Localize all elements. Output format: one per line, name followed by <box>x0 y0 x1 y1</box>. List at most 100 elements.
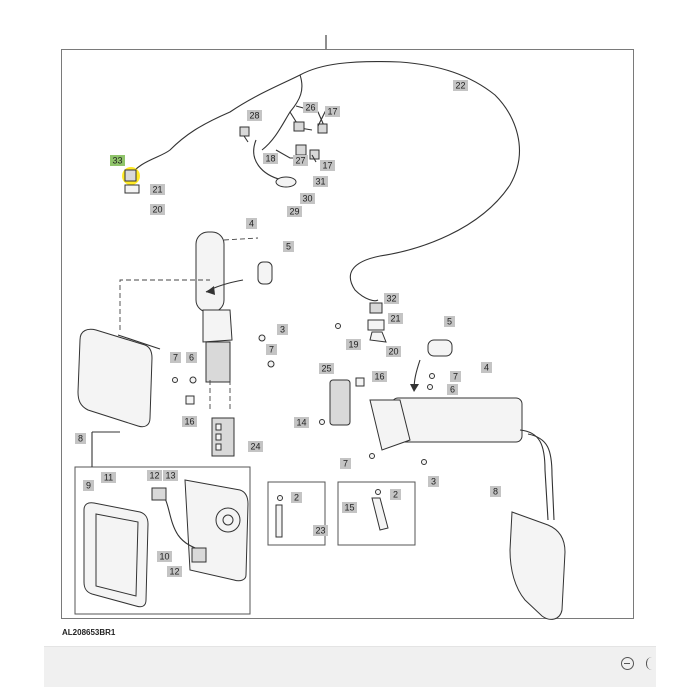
callout-28[interactable]: 28 <box>247 110 262 121</box>
callout-7[interactable]: 7 <box>170 352 181 363</box>
callout-12[interactable]: 12 <box>147 470 162 481</box>
callout-box <box>291 492 302 503</box>
callout-11[interactable]: 11 <box>101 472 116 483</box>
callout-24[interactable]: 24 <box>248 441 263 452</box>
callout-label: 14 <box>296 418 306 428</box>
callout-label: 7 <box>453 372 458 382</box>
callout-32[interactable]: 32 <box>384 293 399 304</box>
callout-30[interactable]: 30 <box>300 193 315 204</box>
callout-box <box>150 184 165 195</box>
callout-4[interactable]: 4 <box>481 362 492 373</box>
callout-6[interactable]: 6 <box>447 384 458 395</box>
callout-16[interactable]: 16 <box>372 371 387 382</box>
callout-label: 20 <box>152 205 162 215</box>
callout-box <box>384 293 399 304</box>
callout-22[interactable]: 22 <box>453 80 468 91</box>
callout-3[interactable]: 3 <box>277 324 288 335</box>
callout-box <box>320 160 335 171</box>
callout-29[interactable]: 29 <box>287 206 302 217</box>
callout-label: 31 <box>315 177 325 187</box>
callout-15[interactable]: 15 <box>342 502 357 513</box>
callout-7[interactable]: 7 <box>266 344 277 355</box>
callout-12[interactable]: 12 <box>167 566 182 577</box>
clip-16-right <box>355 377 365 387</box>
callout-16[interactable]: 16 <box>182 416 197 427</box>
callout-box <box>325 106 340 117</box>
callout-box <box>150 204 165 215</box>
callout-5[interactable]: 5 <box>283 241 294 252</box>
callout-21[interactable]: 21 <box>150 184 165 195</box>
callout-3[interactable]: 3 <box>428 476 439 487</box>
sleeve-5 <box>257 261 273 285</box>
mirror-housing-inset <box>184 479 249 582</box>
callout-4[interactable]: 4 <box>246 218 257 229</box>
callout-box <box>246 218 257 229</box>
clip-16 <box>185 395 195 405</box>
callout-14[interactable]: 14 <box>294 417 309 428</box>
callout-box <box>287 206 302 217</box>
connector-17a <box>317 123 328 134</box>
connector-27 <box>295 144 307 156</box>
callout-label: 12 <box>149 471 159 481</box>
callout-8[interactable]: 8 <box>490 486 501 497</box>
callout-20[interactable]: 20 <box>386 346 401 357</box>
callout-2[interactable]: 2 <box>291 492 302 503</box>
callout-13[interactable]: 13 <box>163 470 178 481</box>
callout-box <box>340 458 351 469</box>
callout-label: 12 <box>169 567 179 577</box>
callout-box <box>453 80 468 91</box>
viewer-toolbar <box>44 646 656 687</box>
callout-7[interactable]: 7 <box>340 458 351 469</box>
callout-box <box>388 313 403 324</box>
callout-label: 5 <box>286 242 291 252</box>
callout-label: 4 <box>249 219 254 229</box>
callout-5[interactable]: 5 <box>444 316 455 327</box>
callout-2[interactable]: 2 <box>390 489 401 500</box>
callout-box <box>313 176 328 187</box>
callout-6[interactable]: 6 <box>186 352 197 363</box>
callout-18[interactable]: 18 <box>263 153 278 164</box>
callout-21[interactable]: 21 <box>388 313 403 324</box>
callout-label: 20 <box>388 347 398 357</box>
arm-joint <box>369 399 411 451</box>
callout-label: 30 <box>302 194 312 204</box>
plate-25 <box>329 379 351 426</box>
callout-17[interactable]: 17 <box>325 106 340 117</box>
callout-23[interactable]: 23 <box>313 525 328 536</box>
callout-31[interactable]: 31 <box>313 176 328 187</box>
figure-id: AL208653BR1 <box>62 628 116 637</box>
switch-24 <box>211 417 235 457</box>
zoom-out-icon[interactable] <box>621 657 634 670</box>
callout-label: 33 <box>112 156 122 166</box>
callout-box <box>300 193 315 204</box>
callout-box <box>266 344 277 355</box>
callout-label: 22 <box>455 81 465 91</box>
callout-20[interactable]: 20 <box>150 204 165 215</box>
callout-label: 7 <box>173 353 178 363</box>
callout-17[interactable]: 17 <box>320 160 335 171</box>
callout-box <box>450 371 461 382</box>
callout-label: 19 <box>348 340 358 350</box>
callout-box <box>101 472 116 483</box>
callout-label: 26 <box>305 103 315 113</box>
callout-box <box>110 155 125 166</box>
callout-label: 25 <box>321 364 331 374</box>
callout-9[interactable]: 9 <box>83 480 94 491</box>
callout-10[interactable]: 10 <box>157 551 172 562</box>
callout-33[interactable]: 33 <box>110 155 125 166</box>
connector-33 <box>124 169 137 182</box>
callout-8[interactable]: 8 <box>75 433 86 444</box>
callout-27[interactable]: 27 <box>293 155 308 166</box>
zoom-in-icon-partial[interactable] <box>646 657 652 670</box>
callout-7[interactable]: 7 <box>450 371 461 382</box>
arm-base <box>205 341 231 383</box>
callout-label: 10 <box>159 552 169 562</box>
callout-box <box>83 480 94 491</box>
callout-box <box>170 352 181 363</box>
mirror-arm-upper <box>195 231 225 313</box>
callout-box <box>444 316 455 327</box>
callout-26[interactable]: 26 <box>303 102 318 113</box>
callout-19[interactable]: 19 <box>346 339 361 350</box>
callout-25[interactable]: 25 <box>319 363 334 374</box>
